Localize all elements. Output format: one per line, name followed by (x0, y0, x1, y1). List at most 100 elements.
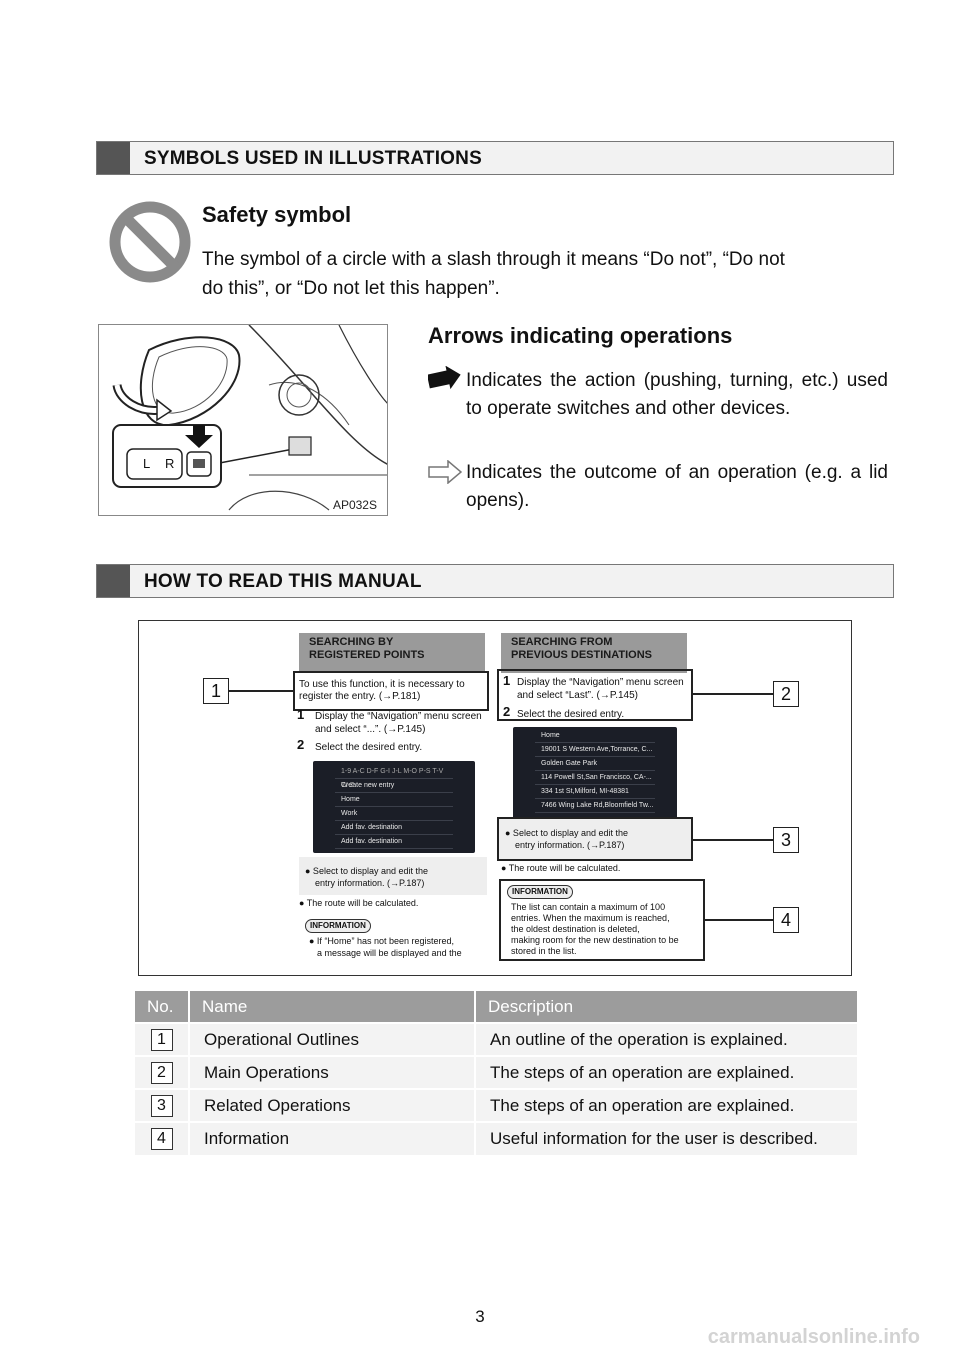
callout-leader-4 (705, 919, 773, 921)
callout-leader-1 (229, 690, 293, 692)
table-header-no: No. (135, 991, 190, 1023)
table-cell-description: Useful information for the user is descr… (475, 1121, 857, 1155)
sample-right-screen: Home 19001 S Western Ave,Torrance, C... … (513, 727, 677, 819)
sample-right-info-line3: the oldest destination is deleted, (511, 924, 640, 934)
sample-left-step1-number: 1 (297, 707, 305, 722)
sample-right-screen-row: 114 Powell St,San Francisco, CA-... (535, 771, 655, 785)
action-arrow-description: Indicates the action (pushing, turning, … (466, 370, 888, 419)
table-cell-description: The steps of an operation are explained. (475, 1088, 857, 1122)
section-title: HOW TO READ THIS MANUAL (144, 571, 422, 592)
table-cell-description: An outline of the operation is explained… (475, 1022, 857, 1056)
sample-right-screen-row: 19001 S Western Ave,Torrance, C... (535, 743, 655, 757)
sample-right-step2-text: Select the desired entry. (517, 709, 625, 720)
section-title: SYMBOLS USED IN ILLUSTRATIONS (144, 148, 482, 169)
sample-left-step2-number: 2 (297, 737, 305, 752)
sample-left-step1-line1: Display the “Navigation” menu screen (315, 711, 482, 722)
sample-left-screen-row: Add fav. destination (335, 821, 453, 835)
info-title-label: INFORMATION (507, 885, 573, 899)
outcome-arrow-icon (428, 460, 462, 484)
sample-left-route: ● The route will be calculated. (299, 898, 419, 908)
sample-right-screen-row: Golden Gate Park (535, 757, 655, 771)
sample-manual-page: SEARCHING BY REGISTERED POINTS To use th… (138, 620, 852, 976)
table-row: 4 Information Useful information for the… (135, 1121, 857, 1155)
sample-left-outline-line2: register the entry. (→P.181) (299, 691, 421, 702)
callout-number-4: 4 (773, 907, 799, 933)
sample-left-screen-row: Home (335, 793, 453, 807)
section-header-symbols: SYMBOLS USED IN ILLUSTRATIONS (96, 141, 894, 175)
section-header-how-to-read: HOW TO READ THIS MANUAL (96, 564, 894, 598)
sample-left-related-line2: entry information. (→P.187) (315, 878, 425, 888)
sample-left-screen: 1-9 A-C D-F G-I J-L M-O P-S T-V W-Z Crea… (313, 761, 475, 853)
safety-symbol-text-line1: The symbol of a circle with a slash thro… (202, 249, 785, 270)
sample-left-step2-text: Select the desired entry. (315, 742, 423, 753)
table-cell-description: The steps of an operation are explained. (475, 1055, 857, 1089)
sample-right-info-title: INFORMATION (507, 885, 573, 899)
table-cell-no: 2 (135, 1055, 190, 1089)
sample-right-step1-line2: and select “Last”. (→P.145) (517, 690, 638, 701)
callout-leader-2 (693, 693, 773, 695)
sample-right-screen-row: 334 1st St,Milford, MI-48381 (535, 785, 655, 799)
sample-right-step2-number: 2 (503, 704, 511, 719)
sample-right-step1-line1: Display the “Navigation” menu screen (517, 677, 684, 688)
sample-right-info-line2: entries. When the maximum is reached, (511, 913, 670, 923)
prohibition-icon (109, 201, 191, 283)
sample-right-info-line4: making room for the new destination to b… (511, 935, 679, 945)
sample-left-header: SEARCHING BY REGISTERED POINTS (299, 633, 485, 673)
sample-left-info-line2: a message will be displayed and the (317, 948, 462, 958)
table-row: 1 Operational Outlines An outline of the… (135, 1022, 857, 1056)
section-header-block (97, 565, 130, 597)
table-cell-name: Related Operations (189, 1088, 476, 1122)
callout-box-1 (293, 671, 489, 711)
sample-right-header-line2: PREVIOUS DESTINATIONS (511, 649, 652, 661)
section-header-block (97, 142, 130, 174)
watermark: carmanualsonline.info (707, 1326, 920, 1348)
sample-left-related-block (299, 857, 487, 895)
callout-box-3 (497, 817, 693, 861)
callout-box-4 (499, 879, 705, 961)
sample-left-header-line2: REGISTERED POINTS (309, 649, 425, 661)
info-title-label: INFORMATION (305, 919, 371, 933)
safety-symbol-heading: Safety symbol (202, 202, 352, 227)
safety-symbol-text-line2: do this”, or “Do not let this happen”. (202, 278, 500, 299)
table-cell-name: Operational Outlines (189, 1022, 476, 1056)
number-box: 4 (150, 1128, 173, 1150)
table-header-name: Name (189, 991, 476, 1023)
sample-right-route: ● The route will be calculated. (501, 863, 621, 873)
arrows-heading: Arrows indicating operations (428, 323, 733, 348)
sample-right-header-line1: SEARCHING FROM (511, 636, 613, 648)
number-box: 1 (150, 1028, 173, 1051)
sample-left-info-title: INFORMATION (305, 919, 371, 933)
outcome-arrow-description: Indicates the outcome of an operation (e… (466, 462, 888, 511)
sample-right-screen-row: Home (535, 729, 655, 743)
callout-number-2: 2 (773, 681, 799, 707)
table-header-row: No. Name Description (135, 991, 857, 1023)
callout-number-3: 3 (773, 827, 799, 853)
callout-box-2 (497, 669, 693, 721)
sample-left-screen-row: Add fav. destination (335, 835, 453, 849)
table-cell-no: 1 (135, 1022, 190, 1056)
mirror-switch-drawing (112, 325, 387, 511)
number-box: 2 (150, 1061, 173, 1084)
number-box: 3 (150, 1094, 173, 1117)
action-arrow-icon (428, 366, 461, 390)
switch-label-l: L (143, 456, 151, 471)
table-cell-no: 4 (135, 1121, 190, 1155)
sample-left-step1-line2: and select “...”. (→P.145) (315, 724, 426, 735)
sample-right-header: SEARCHING FROM PREVIOUS DESTINATIONS (501, 633, 687, 673)
sample-left-outline-line1: To use this function, it is necessary to (299, 679, 465, 690)
table-cell-no: 3 (135, 1088, 190, 1122)
table-header-description: Description (475, 991, 857, 1023)
sample-right-related-line1: ● Select to display and edit the (505, 828, 629, 838)
sample-left-screen-row: Work (335, 807, 453, 821)
table-row: 3 Related Operations The steps of an ope… (135, 1088, 857, 1122)
sample-left-related-line1: ● Select to display and edit the (305, 866, 429, 876)
callout-number-1: 1 (203, 678, 229, 704)
sample-right-related-line2: entry information. (→P.187) (515, 840, 625, 850)
sample-left-screen-index: 1-9 A-C D-F G-I J-L M-O P-S T-V W-Z (335, 765, 453, 789)
mirror-switch-illustration: L R AP032S (98, 324, 388, 516)
sample-left-header-line1: SEARCHING BY (309, 636, 394, 648)
sample-left-info-line1: ● If “Home” has not been registered, (309, 936, 455, 946)
callout-leader-3 (693, 839, 773, 841)
sample-right-info-line5: stored in the list. (511, 946, 577, 956)
sample-right-info-line1: The list can contain a maximum of 100 (511, 902, 666, 912)
